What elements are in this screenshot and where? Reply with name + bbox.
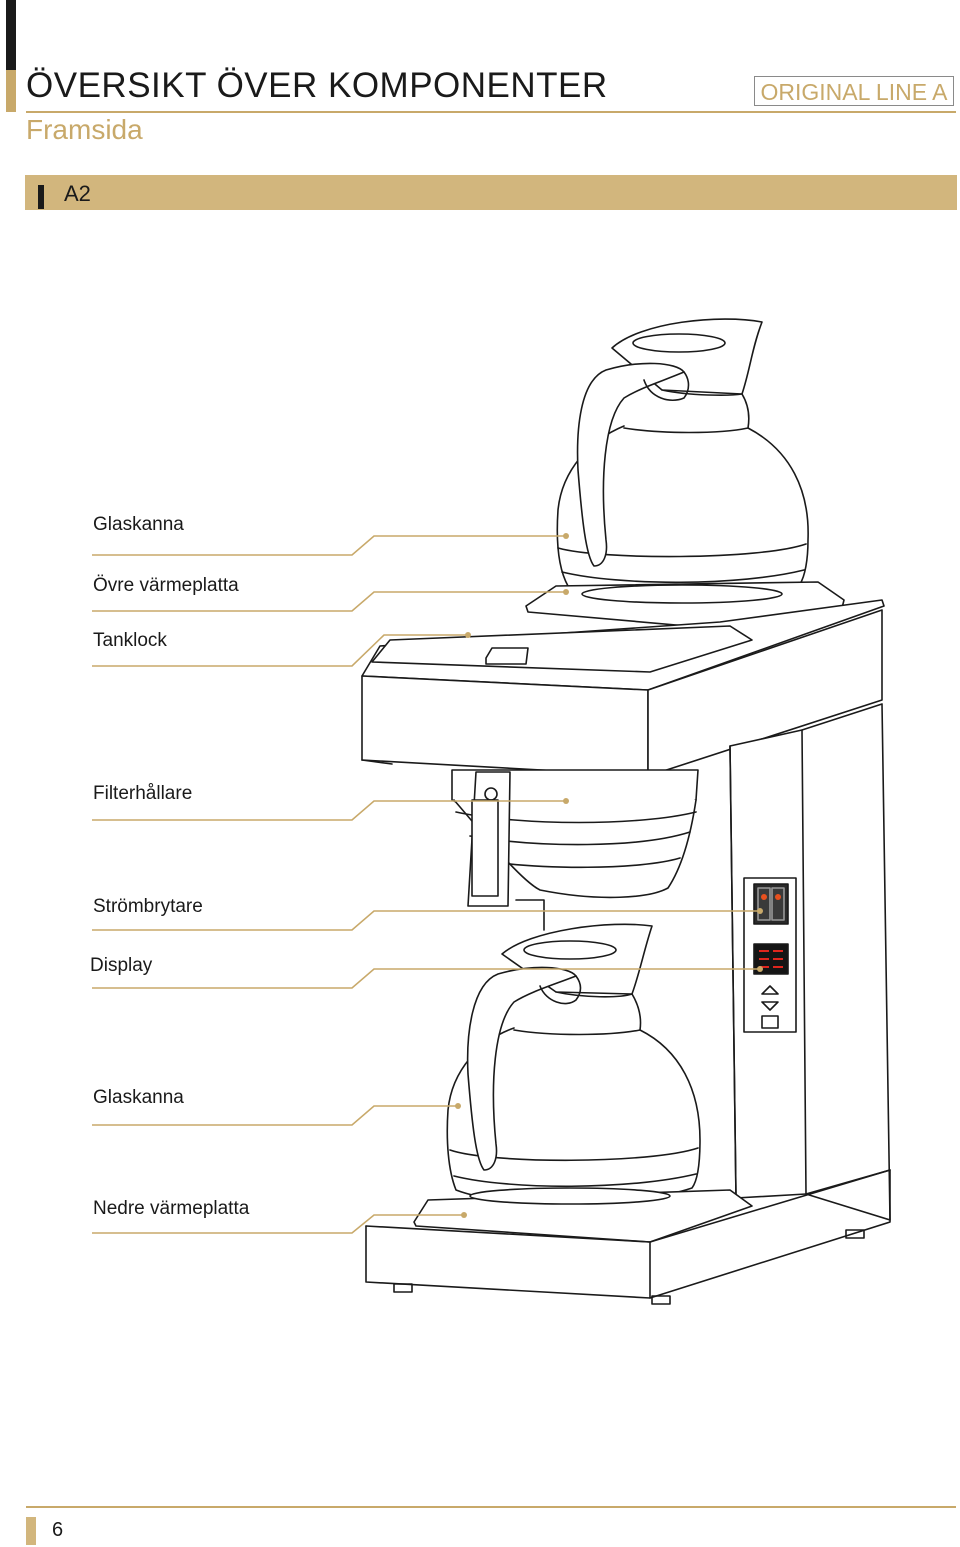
machine-top-drawing [361, 599, 885, 777]
header-divider [26, 111, 956, 113]
page-subtitle: Framsida [26, 114, 143, 145]
display-digits [759, 950, 783, 968]
callout-label-glaskanna-lower: Glaskanna [93, 1087, 184, 1108]
page-number: 6 [52, 1519, 64, 1541]
upper-jug-drawing [556, 318, 809, 601]
leader-filterhallare [92, 800, 566, 821]
machine-tower-drawing [729, 703, 891, 1221]
header-side-bar [6, 0, 16, 112]
control-panel-drawing [743, 877, 797, 1033]
leader-display [92, 968, 760, 989]
switch-indicators [761, 894, 781, 900]
callout-label-ovre-varmeplatta: Övre värmeplatta [93, 575, 239, 596]
leader-ovre-varmeplatta [92, 591, 566, 612]
machine-base-drawing [365, 1169, 891, 1305]
leader-glaskanna-upper [92, 535, 566, 556]
filter-holder-drawing [451, 769, 699, 931]
lower-warmer-plate-drawing [413, 1187, 753, 1243]
callout-lines [92, 535, 760, 1234]
section-marker [38, 185, 44, 209]
header-side-accent [6, 70, 16, 112]
footer-divider [26, 1506, 956, 1508]
leader-glaskanna-lower [92, 1105, 458, 1126]
callout-label-filterhallare: Filterhållare [93, 783, 193, 804]
callout-dots [455, 533, 763, 1218]
product-badge: ORIGINAL LINE A [754, 76, 954, 106]
section-bar [25, 175, 957, 210]
leader-strombrytare [92, 910, 760, 931]
callout-label-glaskanna-upper: Glaskanna [93, 514, 184, 535]
leader-nedre-varmeplatta [92, 1214, 464, 1234]
callout-label-nedre-varmeplatta: Nedre värmeplatta [93, 1198, 250, 1219]
section-label: A2 [64, 181, 91, 206]
leader-tanklock [92, 634, 468, 667]
callout-label-display: Display [90, 955, 153, 976]
callout-label-strombrytare: Strömbrytare [93, 896, 203, 917]
footer-marker [26, 1517, 36, 1545]
lower-jug-drawing [446, 923, 701, 1205]
callout-label-tanklock: Tanklock [93, 630, 167, 651]
page-title: ÖVERSIKT ÖVER KOMPONENTER [26, 66, 608, 105]
